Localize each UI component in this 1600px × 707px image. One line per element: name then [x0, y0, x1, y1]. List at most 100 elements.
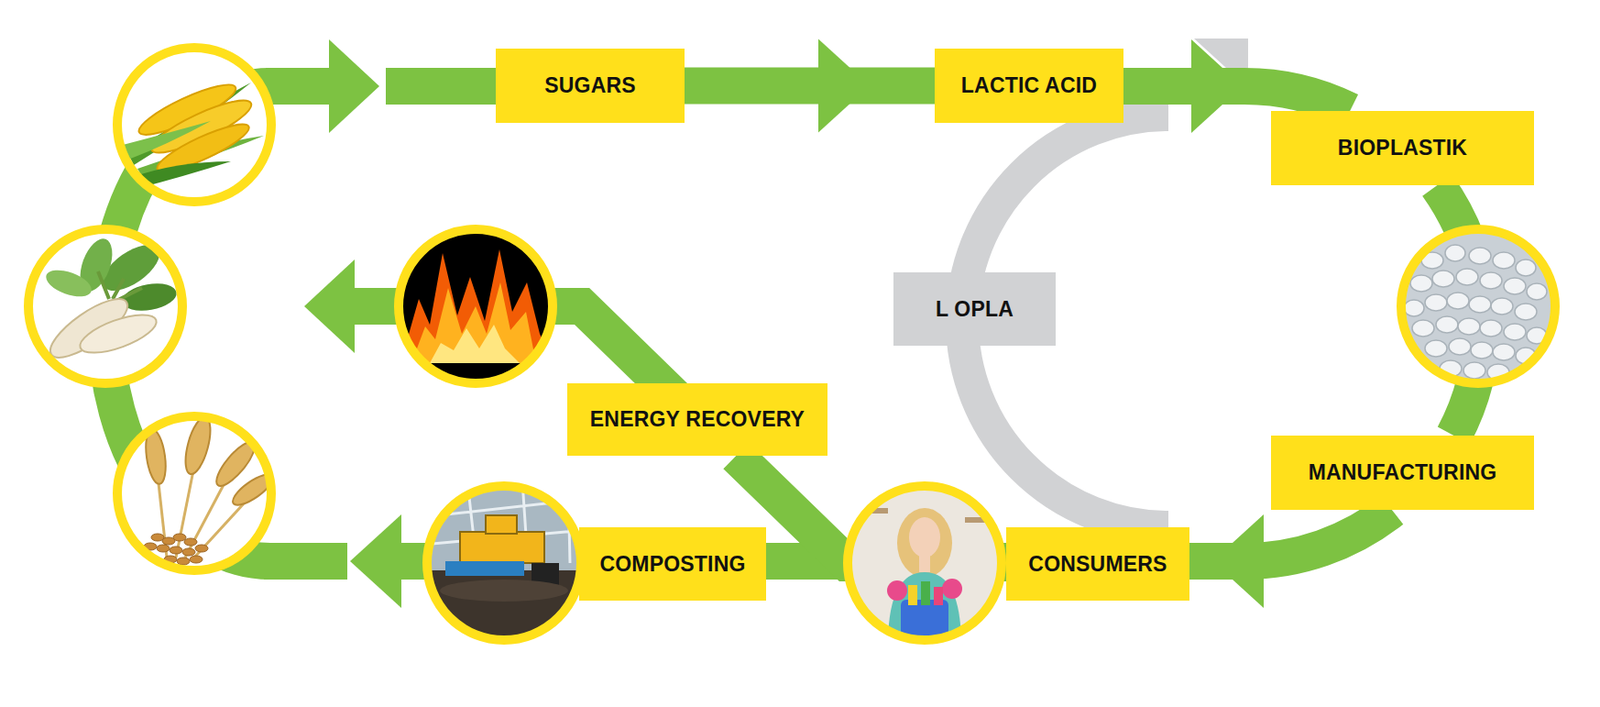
fire-picture: [398, 229, 553, 384]
pellets-picture: [1448, 338, 1471, 355]
pellets-picture: [1401, 229, 1556, 384]
wheat-picture: [185, 479, 227, 558]
flow-band: [1189, 509, 1392, 608]
box-label: SUGARS: [544, 73, 636, 99]
consumer-picture: [842, 480, 1011, 646]
corn-picture: [117, 47, 272, 202]
wheat-picture: [156, 544, 170, 552]
flow-band: [1189, 509, 1392, 561]
flow-band: [265, 67, 332, 105]
box-label: LACTIC ACID: [961, 73, 1097, 99]
pellets-picture: [1410, 274, 1433, 292]
arrow-head: [1191, 39, 1243, 133]
composting-picture: [421, 480, 587, 653]
box-label: CONSUMERS: [1028, 551, 1167, 577]
arrow-head: [304, 39, 402, 608]
consumer-picture: [842, 480, 1008, 646]
box-label: ENERGY RECOVERY: [590, 406, 805, 432]
box-label: L OPLA: [935, 296, 1014, 322]
label-box: L OPLA: [893, 272, 1056, 346]
consumer-picture: [887, 580, 908, 601]
flow-band: [385, 67, 503, 105]
process-box: LACTIC ACID: [934, 48, 1124, 123]
fire-picture: [398, 229, 553, 384]
composting-picture: [421, 480, 587, 563]
pellets-picture: [1492, 252, 1515, 269]
wheat-picture: [176, 557, 190, 565]
pellets-picture: [1468, 247, 1491, 264]
pellets-picture: [1492, 343, 1515, 361]
pellets-picture: [1479, 319, 1502, 337]
wheat-picture: [117, 416, 272, 570]
consumer-picture: [897, 507, 953, 578]
fire-picture: [398, 229, 553, 384]
pellets-picture: [1479, 272, 1502, 289]
process-box: ENERGY RECOVERY: [567, 383, 828, 456]
wheat-picture: [195, 544, 209, 552]
box-label: MANUFACTURING: [1308, 460, 1498, 485]
corn-picture: [122, 120, 211, 160]
pellets-picture: [1446, 292, 1469, 309]
wheat-picture: [173, 533, 187, 541]
wheat-picture: [182, 547, 196, 556]
box-label: BIOPLASTIK: [1337, 135, 1468, 161]
pellets-picture: [1503, 277, 1526, 295]
pellets-picture: [1432, 270, 1455, 287]
beet-picture: [28, 229, 183, 384]
pellets-picture: [1401, 229, 1556, 384]
fire-picture: [398, 229, 553, 384]
wheat-picture: [180, 414, 216, 477]
beet-picture: [28, 229, 183, 384]
composting-picture: [460, 531, 545, 563]
pellets-picture: [1401, 229, 1556, 384]
wheat-picture: [184, 537, 198, 546]
fire-picture: [429, 324, 520, 363]
corn-picture: [117, 47, 272, 202]
wheat-picture: [117, 414, 277, 570]
composting-picture: [445, 560, 525, 576]
composting-picture: [439, 579, 569, 602]
flow-band: [263, 542, 348, 580]
consumer-picture: [942, 578, 963, 599]
pellets-picture: [1457, 317, 1480, 335]
wheat-picture: [142, 414, 278, 510]
process-box: SUGARS: [495, 48, 685, 123]
arrow-head: [1212, 514, 1264, 608]
wheat-picture: [189, 555, 203, 563]
box-label: COMPOSTING: [599, 551, 746, 577]
corn-picture: [117, 47, 272, 202]
process-box: CONSUMERS: [1006, 526, 1190, 601]
pellets-picture: [1526, 283, 1547, 300]
beet-picture: [120, 279, 179, 315]
beet-picture: [42, 264, 95, 302]
process-box: BIOPLASTIK: [1271, 110, 1535, 186]
process-box: MANUFACTURING: [1271, 435, 1535, 510]
beet-picture: [98, 271, 143, 301]
pellets-picture: [1445, 244, 1466, 262]
wheat-picture: [194, 502, 245, 558]
pellets-picture: [1401, 229, 1556, 384]
pellets-picture: [1503, 323, 1526, 340]
composting-picture: [485, 515, 517, 534]
fire-picture: [411, 282, 537, 363]
pellets-picture: [1490, 297, 1513, 315]
pellets-picture: [1470, 341, 1493, 359]
pellets-picture: [1468, 295, 1491, 313]
fire-picture: [400, 249, 553, 363]
consumer-picture: [933, 586, 943, 605]
consumer-picture: [909, 516, 941, 558]
consumer-picture: [919, 555, 931, 572]
consumer-picture: [908, 584, 918, 605]
consumer-picture: [920, 580, 931, 605]
wheat-picture: [169, 546, 183, 554]
pellets-picture: [1412, 319, 1435, 337]
wheat-picture: [117, 414, 277, 570]
pellets-picture: [1435, 316, 1458, 333]
composting-picture: [421, 480, 587, 653]
corn-picture: [117, 47, 272, 202]
beet-picture: [76, 306, 162, 361]
consumer-picture: [842, 480, 1011, 646]
consumer-picture: [847, 485, 1002, 640]
